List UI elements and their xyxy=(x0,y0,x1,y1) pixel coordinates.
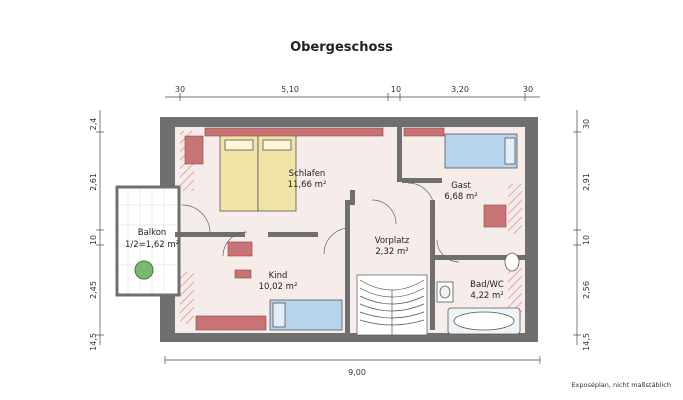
room-area-bad: 4,22 m² xyxy=(470,291,503,301)
left-dim-0: 2,4 xyxy=(89,118,98,131)
bottom-dim: 9,00 xyxy=(348,368,366,377)
room-area-balkon: 1/2=1,62 m² xyxy=(125,240,179,250)
right-dimension-labels: 30 2,91 10 2,56 14,5 xyxy=(582,119,591,351)
top-dimension-labels: 30 5,10 10 3,20 30 xyxy=(175,85,533,94)
guest-bed xyxy=(444,133,518,169)
left-dimension-labels: 2,4 2,61 10 2,45 14,5 xyxy=(89,118,98,351)
top-dim-0: 30 xyxy=(175,85,185,94)
left-dim-3: 2,45 xyxy=(89,281,98,299)
left-dim-1: 2,61 xyxy=(89,173,98,191)
room-name-kind: Kind xyxy=(269,271,288,281)
bathroom-fixtures xyxy=(436,252,521,335)
room-area-gast: 6,68 m² xyxy=(444,192,477,202)
door-swings xyxy=(181,182,460,263)
plant-icon xyxy=(134,260,154,280)
room-name-vorplatz: Vorplatz xyxy=(375,236,410,246)
left-dim-2: 10 xyxy=(89,235,98,245)
furniture xyxy=(184,127,507,331)
top-dim-3: 3,20 xyxy=(451,85,469,94)
left-dim-4: 14,5 xyxy=(89,333,98,351)
room-area-schlafen: 11,66 m² xyxy=(288,180,327,190)
right-dim-4: 14,5 xyxy=(582,333,591,351)
disclaimer-note: Exposéplan, nicht maßstäblich xyxy=(571,381,671,389)
room-name-schlafen: Schlafen xyxy=(289,169,326,179)
top-dim-2: 10 xyxy=(391,85,401,94)
room-area-kind: 10,02 m² xyxy=(259,282,298,292)
room-area-vorplatz: 2,32 m² xyxy=(375,247,408,257)
child-bed xyxy=(269,299,343,331)
top-dim-4: 30 xyxy=(523,85,533,94)
right-dim-3: 2,56 xyxy=(582,281,591,299)
page-title: Obergeschoss xyxy=(290,40,393,55)
top-dim-1: 5,10 xyxy=(281,85,299,94)
room-name-gast: Gast xyxy=(451,181,471,191)
staircase xyxy=(356,274,428,336)
roof-slope-right xyxy=(508,184,522,234)
room-name-balkon: Balkon xyxy=(138,228,167,238)
double-bed xyxy=(219,134,297,212)
dimension-lines xyxy=(96,93,581,364)
interior-walls xyxy=(175,127,525,340)
right-dim-2: 10 xyxy=(582,235,591,245)
right-dim-0: 30 xyxy=(582,119,591,129)
room-name-bad: Bad/WC xyxy=(470,280,504,290)
roof-slope-right-lower xyxy=(508,268,522,314)
room-labels: Schlafen 11,66 m² Gast 6,68 m² Balkon 1/… xyxy=(125,169,504,301)
right-dim-1: 2,91 xyxy=(582,173,591,191)
roof-slope-left-lower xyxy=(180,272,194,324)
